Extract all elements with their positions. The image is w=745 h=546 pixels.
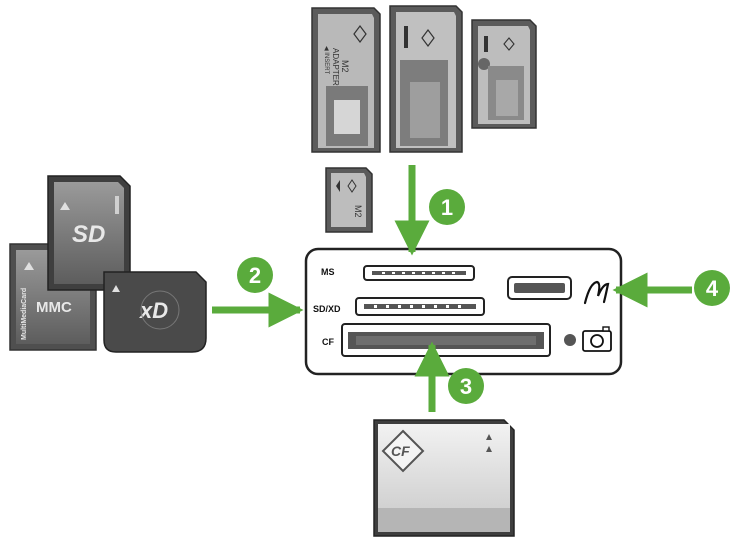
status-led [564,334,576,346]
m2-micro-label: M2 [353,205,363,218]
callout-4-number: 4 [706,276,719,301]
sdxd-slot [355,297,485,316]
compact-flash-card: CF [373,419,515,537]
mmc-side-label: MultiMediaCard [21,288,28,340]
sd-mmc-xd-cards: MMC MultiMediaCard SD xD [9,175,207,353]
memory-stick-pro-duo-card [471,19,537,129]
memory-stick-logo-icon-2 [404,26,435,48]
m2-adapter-label-2: ADAPTER [331,48,340,86]
memory-stick-cards: M2 ADAPTER ◀ INSERT [311,5,537,233]
callout-2: 2 [237,257,273,293]
callout-3-number: 3 [460,374,472,399]
cf-slot [341,323,551,357]
memory-stick-logo-icon [353,25,367,43]
card-reader-panel: MS SD/XD CF [304,247,623,376]
cf-logo-icon: CF [381,429,425,473]
ms-slot [363,265,475,281]
xd-logo-label: xD [139,298,168,323]
mmc-label: MMC [36,299,72,316]
pictbridge-port [507,276,572,300]
sdxd-slot-label: SD/XD [313,304,341,314]
sd-card: SD [47,175,131,291]
m2-adapter-card: M2 ADAPTER ◀ INSERT [311,7,381,153]
memory-stick-card [389,5,463,153]
pictbridge-icon [583,280,610,305]
callout-1: 1 [429,189,465,225]
sd-logo-label: SD [72,221,105,248]
callout-3: 3 [448,368,484,404]
m2-adapter-label-3: ◀ INSERT [323,46,329,75]
insert-arrows [212,165,692,412]
ms-slot-label: MS [321,267,335,277]
cf-slot-label: CF [322,337,334,347]
callout-2-number: 2 [249,263,261,288]
callout-4: 4 [694,270,730,306]
callout-1-number: 1 [441,195,453,220]
cf-logo-label: CF [391,443,410,459]
m2-micro-card: M2 [325,167,373,233]
xd-card: xD [103,271,207,353]
camera-icon [582,326,612,352]
m2-adapter-label: M2 [340,60,350,73]
